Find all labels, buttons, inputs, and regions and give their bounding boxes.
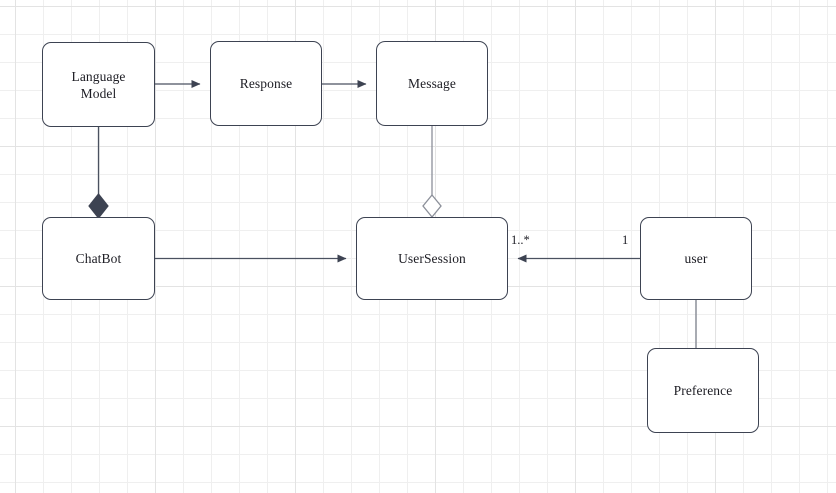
node-chatbot-label: ChatBot bbox=[75, 251, 122, 266]
node-user-label: user bbox=[684, 251, 708, 266]
node-message[interactable]: Message bbox=[376, 41, 488, 126]
node-response-label: Response bbox=[239, 76, 293, 91]
node-preference[interactable]: Preference bbox=[647, 348, 759, 433]
node-response[interactable]: Response bbox=[210, 41, 322, 126]
multiplicity-label-one: 1 bbox=[622, 233, 629, 247]
node-message-label: Message bbox=[408, 76, 456, 91]
edge-message-usersession bbox=[422, 126, 442, 219]
node-usersession[interactable]: UserSession bbox=[356, 217, 508, 300]
node-language-model[interactable]: Language Model bbox=[42, 42, 155, 127]
node-chatbot[interactable]: ChatBot bbox=[42, 217, 155, 300]
node-language-model-label: Language Model bbox=[71, 68, 126, 101]
node-user[interactable]: user bbox=[640, 217, 752, 300]
filled-diamond-icon bbox=[88, 193, 109, 219]
multiplicity-label-many: 1..* bbox=[511, 233, 530, 247]
node-preference-label: Preference bbox=[673, 383, 733, 398]
hollow-diamond-icon bbox=[422, 193, 442, 219]
node-usersession-label: UserSession bbox=[398, 251, 466, 266]
edge-chatbot-language-model bbox=[88, 127, 109, 219]
